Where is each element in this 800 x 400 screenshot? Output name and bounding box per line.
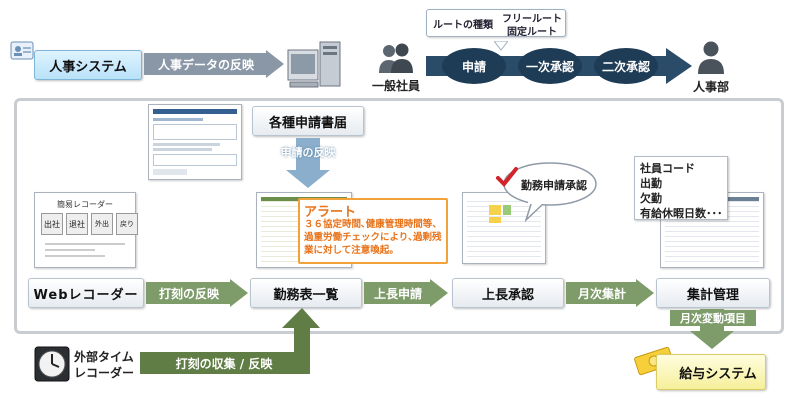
aggregate-management-label: 集計管理 [686,287,739,303]
hr-dept-person-icon [696,40,726,74]
alert-body: ３６協定時間､健康管理時間等、過重労働チェックにより､過剰残業に対して注意喚起。 [304,219,442,256]
monthly-aggregate-arrow [566,279,654,307]
summary-item-employee-code: 社員コード [640,162,695,175]
application-forms-label: 各種申請書届 [268,115,347,131]
recorder-button-out: 退社 [66,213,88,235]
hr-system-label: 人事システム [49,59,127,75]
summary-item-absence: 欠勤 [640,192,662,205]
clock-icon [34,346,70,382]
checkmark-icon [496,166,518,188]
alert-title: アラート [304,205,357,220]
stamp-reflect-arrow [146,279,248,307]
manager-approval-label: 上長承認 [481,287,534,303]
forms-screenshot-thumbnail [148,104,242,180]
route-free-label: フリールート [502,14,562,25]
hr-dept-label: 人事部 [692,80,729,94]
recorder-button-return: 戻り [116,213,138,235]
aggregate-management-box: 集計管理 [656,278,770,308]
route-fixed-label: 固定ルート [507,27,557,38]
flow-apply-label: 申請 [461,59,486,74]
id-card-icon [10,40,36,62]
hr-data-arrow [144,50,284,78]
approval-bubble-label: 勤務申請承認 [521,179,587,192]
stamp-collect-label: 打刻の収集 / 反映 [175,356,273,371]
attendance-list-label: 勤務表一覧 [273,287,339,303]
stamp-reflect-label: 打刻の反映 [158,286,219,301]
monthly-items-label: 月次変動項目 [670,310,756,326]
hr-data-arrow-label: 人事データの反映 [157,57,254,72]
stamp-collect-arrow [140,308,320,378]
server-icon [286,38,348,90]
payroll-system-label: 給与システム [679,366,757,382]
web-recorder-box: Webレコーダー [28,278,144,308]
alert-callout [298,198,448,264]
manager-request-arrow [364,279,448,307]
forms-reflect-label: 申請の反映 [280,146,336,159]
application-forms-box: 各種申請書届 [252,106,364,136]
summary-item-paid-leave: 有給休暇日数･･･ [640,207,723,220]
external-recorder-label-2: レコーダー [74,366,135,380]
employee-group-icon [378,42,414,74]
monthly-aggregate-label: 月次集計 [577,286,626,301]
manager-approval-box: 上長承認 [452,278,564,308]
route-type-label: ルートの種類 [433,20,493,31]
approval-flow-arrow [426,44,692,88]
manager-approval-thumbnail [462,192,546,264]
simple-recorder-thumbnail: 簡易レコーダー 出社 退社 外出 戻り [34,192,138,268]
flow-second-approval-label: 二次承認 [601,59,650,74]
route-type-box [426,9,566,37]
summary-item-attendance: 出勤 [640,177,662,190]
simple-recorder-title: 簡易レコーダー [57,200,113,209]
payroll-system-box: 給与システム [656,354,766,390]
attendance-list-box: 勤務表一覧 [250,278,362,308]
recorder-button-in: 出社 [41,213,63,235]
route-pointer [492,36,510,51]
employee-label: 一般社員 [371,79,420,93]
summary-items-card [634,156,728,220]
web-recorder-label: Webレコーダー [33,287,139,303]
external-recorder-label-1: 外部タイム [74,350,134,364]
flow-first-approval-label: 一次承認 [525,59,574,74]
forms-reflect-arrow [286,138,330,188]
manager-request-label: 上長申請 [373,286,422,301]
hr-system-box: 人事システム [34,50,142,80]
recorder-button-go-out: 外出 [91,213,113,235]
